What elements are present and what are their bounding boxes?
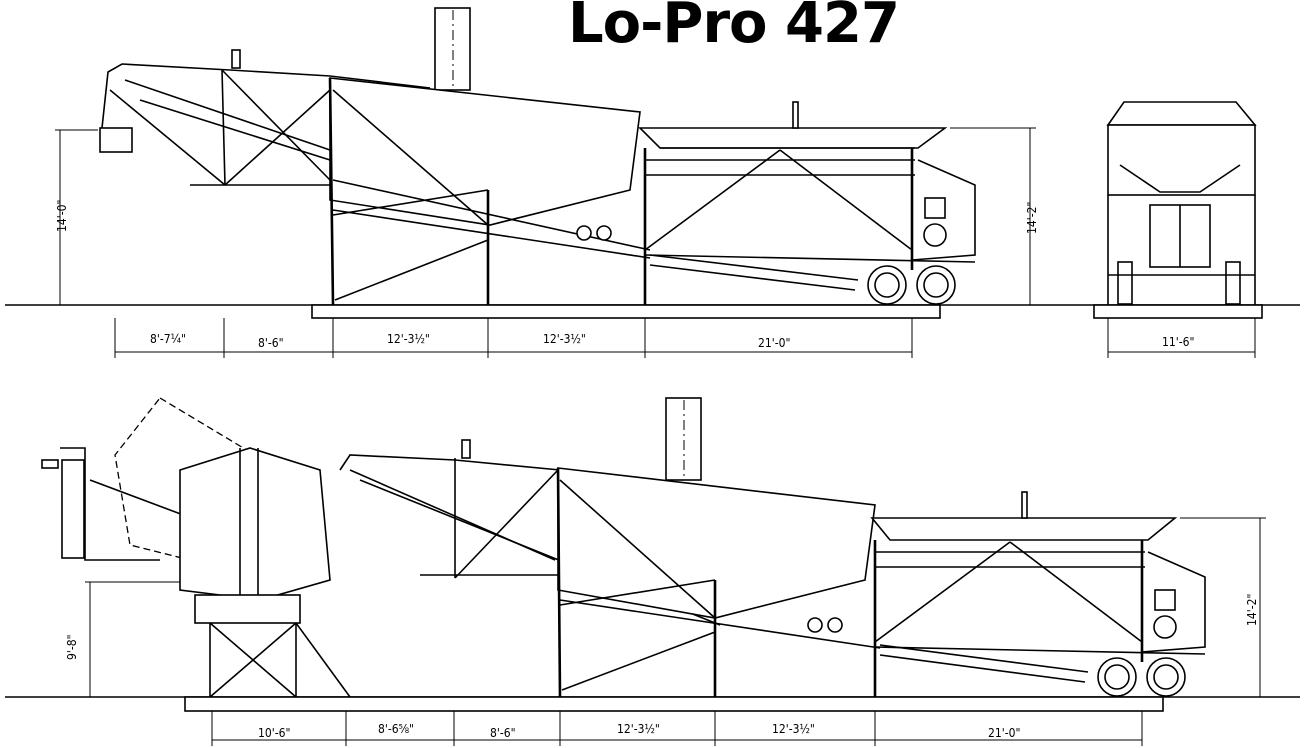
bottom-span-6: 21'-0": [988, 726, 1020, 740]
top-span-3: 12'-3½": [387, 332, 430, 346]
bottom-height-right-label: 14'-2": [1245, 594, 1259, 626]
bottom-span-1: 10'-6": [258, 726, 290, 740]
bottom-side-elevation: 9'-8" 14'-2" 10'-6" 8'-6⅝" 8'-6" 12'-3½"…: [5, 397, 1300, 746]
page-title: Lo-Pro 427: [568, 0, 900, 56]
top-side-elevation: 14'-0" 14'-2" 8'-7¼" 8'-6" 12'-3½" 12'-3…: [5, 7, 1300, 358]
top-span-5: 21'-0": [758, 336, 790, 350]
bottom-span-4: 12'-3½": [617, 722, 660, 736]
bottom-span-3: 8'-6": [490, 726, 516, 740]
top-span-2: 8'-6": [258, 336, 284, 350]
bottom-span-2: 8'-6⅝": [378, 722, 414, 736]
bottom-span-5: 12'-3½": [772, 722, 815, 736]
top-span-1: 8'-7¼": [150, 332, 186, 346]
top-height-right-label: 14'-2": [1025, 202, 1039, 234]
top-end-width-label: 11'-6": [1162, 335, 1194, 349]
bottom-height-left-label: 9'-8": [65, 634, 79, 660]
top-span-4: 12'-3½": [543, 332, 586, 346]
top-height-left-label: 14'-0": [55, 200, 69, 232]
